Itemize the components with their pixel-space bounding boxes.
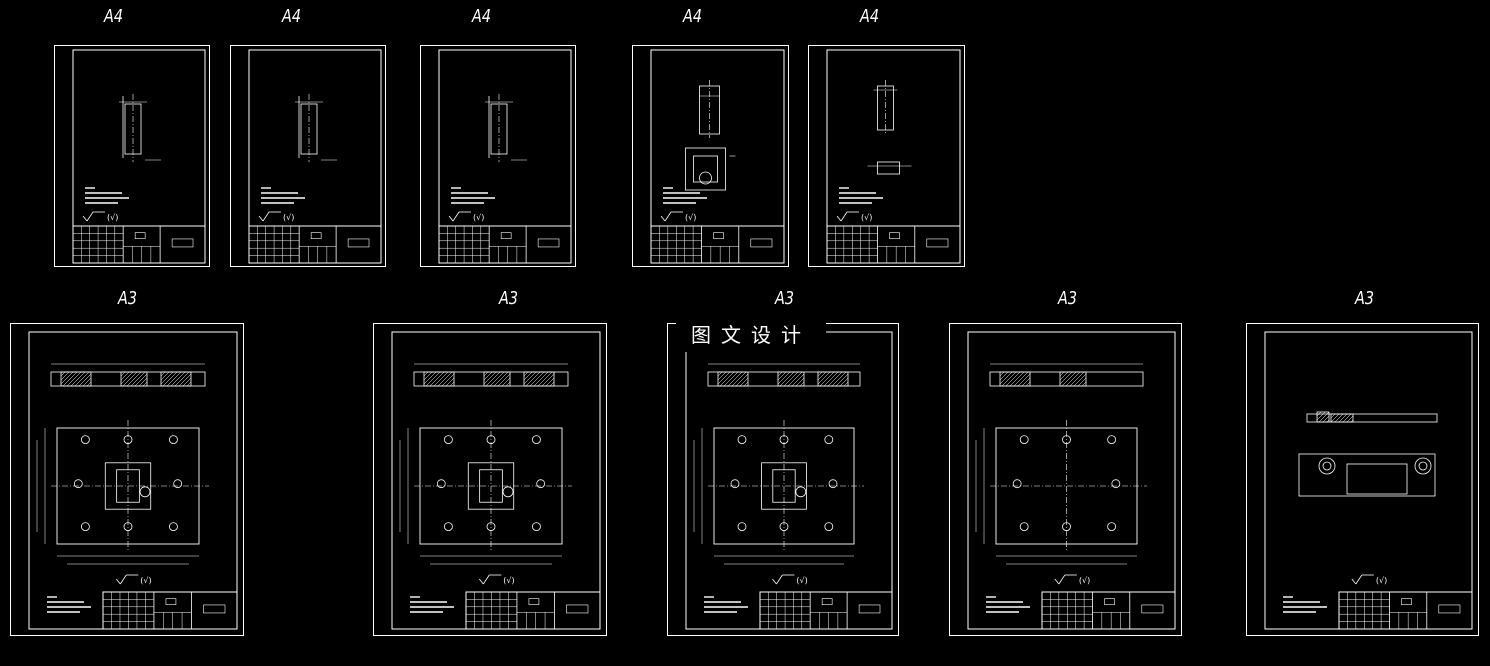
watermark-text: 图文设计: [676, 318, 826, 352]
sheet-size-label-7: A3: [499, 288, 519, 309]
sheet-size-label-9: A3: [1058, 288, 1078, 309]
sheet-linework: (√): [28, 331, 238, 630]
svg-text:(√): (√): [685, 213, 696, 222]
svg-text:(√): (√): [107, 213, 118, 222]
sheet-size-label-8: A3: [775, 288, 795, 309]
sheet-linework: (√): [1264, 331, 1473, 630]
sheet-linework: (√): [826, 49, 961, 264]
sheet-linework: (√): [391, 331, 601, 630]
drawing-sheet-a3-3[interactable]: (√): [667, 323, 899, 636]
drawing-sheet-a4-4[interactable]: (√): [632, 45, 789, 267]
sheet-linework: (√): [248, 49, 382, 264]
sheet-size-label-5: A4: [860, 6, 880, 27]
svg-text:(√): (√): [796, 576, 807, 585]
drawing-sheet-a4-2[interactable]: (√): [230, 45, 386, 267]
svg-text:(√): (√): [473, 213, 484, 222]
svg-text:(√): (√): [861, 213, 872, 222]
drawing-sheet-a3-4[interactable]: (√): [949, 323, 1182, 636]
drawing-sheet-a3-5[interactable]: (√): [1246, 323, 1479, 636]
sheet-size-label-10: A3: [1355, 288, 1375, 309]
sheet-size-label-1: A4: [104, 6, 124, 27]
sheet-linework: (√): [685, 331, 893, 630]
sheet-size-label-6: A3: [118, 288, 138, 309]
drawing-sheet-a3-1[interactable]: (√): [10, 323, 244, 636]
svg-text:(√): (√): [1376, 576, 1387, 585]
sheet-linework: (√): [967, 331, 1176, 630]
drawing-sheet-a4-3[interactable]: (√): [420, 45, 576, 267]
drawing-sheet-a4-5[interactable]: (√): [808, 45, 965, 267]
sheet-linework: (√): [650, 49, 785, 264]
svg-text:(√): (√): [503, 576, 514, 585]
sheet-size-label-2: A4: [282, 6, 302, 27]
drawing-sheet-a3-2[interactable]: (√): [373, 323, 607, 636]
sheet-size-label-3: A4: [472, 6, 492, 27]
sheet-linework: (√): [72, 49, 206, 264]
sheet-size-label-4: A4: [683, 6, 703, 27]
drawing-sheet-a4-1[interactable]: (√): [54, 45, 210, 267]
sheet-linework: (√): [438, 49, 572, 264]
svg-text:(√): (√): [1079, 576, 1090, 585]
svg-text:(√): (√): [140, 576, 151, 585]
svg-text:(√): (√): [283, 213, 294, 222]
